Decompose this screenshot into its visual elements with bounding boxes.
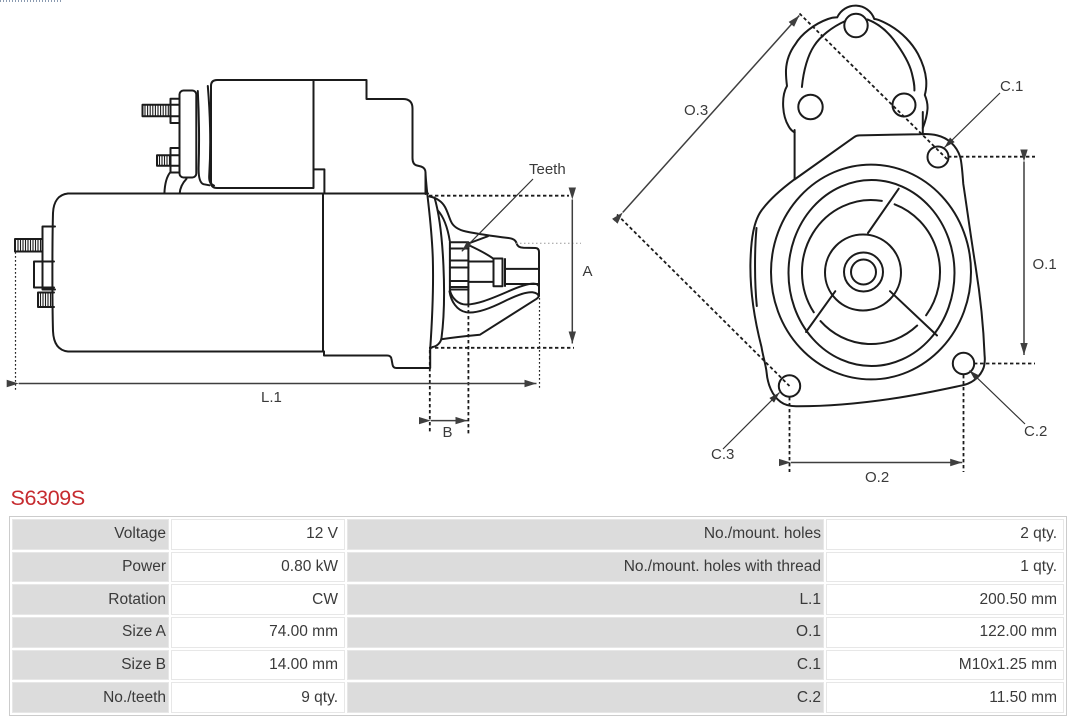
svg-text:O.2: O.2 (865, 469, 889, 486)
svg-text:B: B (443, 424, 453, 441)
svg-text:C.3: C.3 (711, 446, 734, 463)
svg-text:O.3: O.3 (684, 102, 708, 119)
svg-text:A: A (583, 263, 593, 280)
svg-text:C.2: C.2 (1024, 423, 1047, 440)
svg-text:L.1: L.1 (261, 389, 282, 406)
svg-text:Teeth: Teeth (529, 161, 566, 178)
svg-text:C.1: C.1 (1000, 78, 1023, 95)
svg-text:O.1: O.1 (1033, 256, 1057, 273)
